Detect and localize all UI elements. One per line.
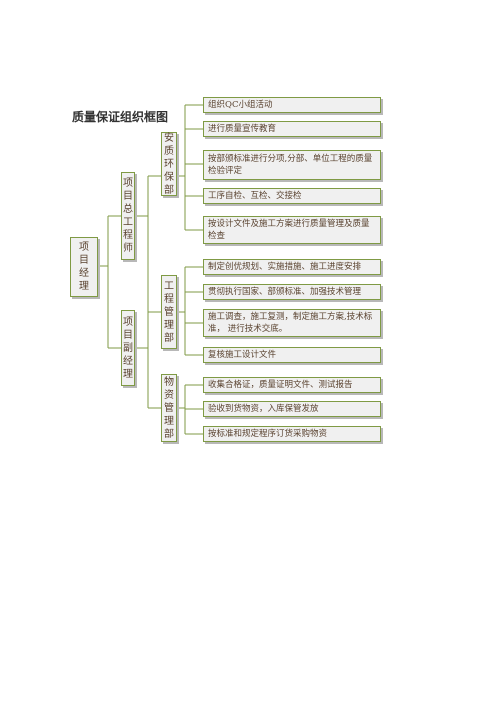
task-label: 收集合格证，质量证明文件、测试报告 bbox=[208, 380, 353, 390]
task-label: 贯彻执行国家、部颁标准、加强技术管理 bbox=[208, 287, 362, 297]
task-box: 按设计文件及施工方案进行质量管理及质量检查 bbox=[203, 216, 381, 244]
task-box: 贯彻执行国家、部颁标准、加强技术管理 bbox=[203, 284, 381, 300]
node-safety-quality-dept: 安质环保部 bbox=[161, 132, 177, 196]
dept-label: 工程管理部 bbox=[164, 280, 174, 344]
node-project-manager: 项目经理 bbox=[70, 237, 98, 297]
node-deputy-manager: 项目副经理 bbox=[121, 310, 135, 386]
task-box: 验收到货物资，入库保管发放 bbox=[203, 401, 381, 417]
diagram-title: 质量保证组织框图 bbox=[72, 110, 169, 124]
node-chief-engineer-label: 项目总工程师 bbox=[123, 178, 133, 254]
dept-label: 物资管理部 bbox=[164, 376, 174, 440]
task-label: 制定创优规划、实施措施、施工进度安排 bbox=[208, 262, 362, 272]
task-label: 复核施工设计文件 bbox=[208, 350, 277, 360]
task-box: 复核施工设计文件 bbox=[203, 347, 381, 363]
task-label: 验收到货物资，入库保管发放 bbox=[208, 404, 319, 414]
task-box: 制定创优规划、实施措施、施工进度安排 bbox=[203, 259, 381, 275]
task-label: 工序自检、互检、交接检 bbox=[208, 191, 302, 201]
task-box: 按标准和规定程序订货采购物资 bbox=[203, 426, 381, 442]
task-label: 进行质量宣传教育 bbox=[208, 124, 277, 134]
node-engineering-dept: 工程管理部 bbox=[161, 275, 177, 349]
node-chief-engineer: 项目总工程师 bbox=[121, 172, 135, 260]
task-label: 按标准和规定程序订货采购物资 bbox=[208, 429, 328, 439]
task-box: 工序自检、互检、交接检 bbox=[203, 188, 381, 204]
task-box: 收集合格证，质量证明文件、测试报告 bbox=[203, 377, 381, 393]
node-project-manager-label: 项目经理 bbox=[79, 242, 89, 292]
task-box: 按部颁标准进行分项,分部、单位工程的质量检验评定 bbox=[203, 150, 381, 180]
task-label: 施工调查，施工复测，制定施工方案,技术标准， 进行技术交底。 bbox=[208, 312, 373, 334]
task-label: 按部颁标准进行分项,分部、单位工程的质量检验评定 bbox=[208, 154, 373, 176]
dept-label: 安质环保部 bbox=[164, 132, 174, 196]
task-label: 按设计文件及施工方案进行质量管理及质量检查 bbox=[208, 219, 370, 241]
task-box: 施工调查，施工复测，制定施工方案,技术标准， 进行技术交底。 bbox=[203, 309, 381, 337]
node-materials-dept: 物资管理部 bbox=[161, 374, 177, 442]
task-box: 进行质量宣传教育 bbox=[203, 121, 381, 137]
task-box: 组织QC小组活动 bbox=[203, 97, 381, 113]
node-deputy-manager-label: 项目副经理 bbox=[123, 316, 133, 380]
task-label: 组织QC小组活动 bbox=[208, 100, 273, 110]
